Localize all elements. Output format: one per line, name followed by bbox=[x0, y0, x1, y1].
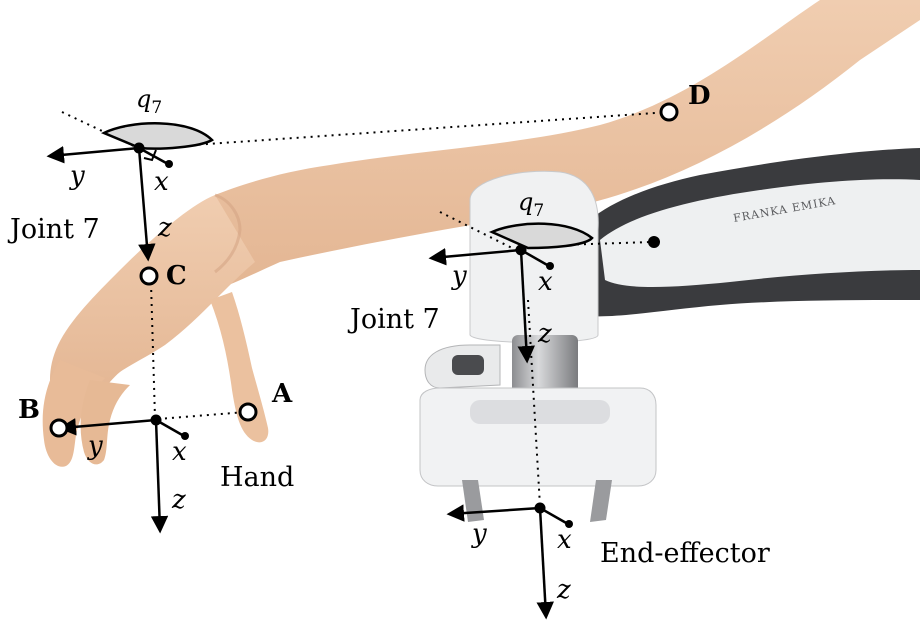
hand-y-label: y bbox=[87, 431, 103, 461]
point-C-marker bbox=[141, 268, 157, 284]
ee-y-label: y bbox=[471, 519, 487, 549]
robot-button bbox=[452, 355, 484, 375]
ee-x-label: x bbox=[557, 525, 572, 555]
ee-z-axis bbox=[540, 508, 546, 616]
left-joint-origin bbox=[134, 143, 145, 154]
right-joint-origin bbox=[516, 245, 527, 256]
point-B-label: B bbox=[18, 395, 40, 425]
left-joint-x-label: x bbox=[154, 167, 169, 197]
point-C-label: C bbox=[166, 261, 187, 291]
hand-z-axis bbox=[156, 420, 160, 530]
left-joint-z-axis bbox=[139, 148, 148, 258]
point-B-marker bbox=[51, 420, 67, 436]
hand-z-label: z bbox=[171, 485, 186, 515]
right-joint-y-label: y bbox=[451, 261, 467, 291]
robot-link-marker bbox=[648, 236, 660, 248]
point-A-label: A bbox=[271, 379, 293, 409]
right-joint-x-label: x bbox=[538, 267, 553, 297]
robot-arm-illustration: FRANKA EMIKA bbox=[420, 148, 920, 522]
point-D-marker bbox=[661, 104, 677, 120]
end-effector-label: End-effector bbox=[600, 538, 770, 569]
right-joint-label: Joint 7 bbox=[347, 304, 440, 335]
gripper-slot bbox=[470, 400, 610, 424]
ee-y-axis bbox=[450, 508, 540, 514]
point-D-label: D bbox=[688, 81, 711, 111]
point-A-marker bbox=[240, 404, 256, 420]
ee-origin bbox=[535, 503, 546, 514]
left-joint-y-axis bbox=[50, 148, 139, 156]
hand-origin bbox=[151, 415, 162, 426]
ee-z-label: z bbox=[556, 575, 571, 605]
left-joint-y-label: y bbox=[69, 161, 85, 191]
hand-frame bbox=[62, 420, 184, 530]
left-joint-z-label: z bbox=[157, 213, 172, 243]
thumb bbox=[210, 292, 268, 442]
left-joint-label: Joint 7 bbox=[7, 214, 100, 245]
right-joint-z-label: z bbox=[537, 319, 552, 349]
hand-label: Hand bbox=[220, 462, 294, 493]
hand-origin-to-A-dotted bbox=[158, 412, 246, 419]
end-effector-frame bbox=[450, 508, 568, 616]
hand-x-label: x bbox=[172, 437, 187, 467]
left-angle-label: q7 bbox=[136, 85, 162, 118]
left-angle-wedge bbox=[104, 123, 212, 148]
